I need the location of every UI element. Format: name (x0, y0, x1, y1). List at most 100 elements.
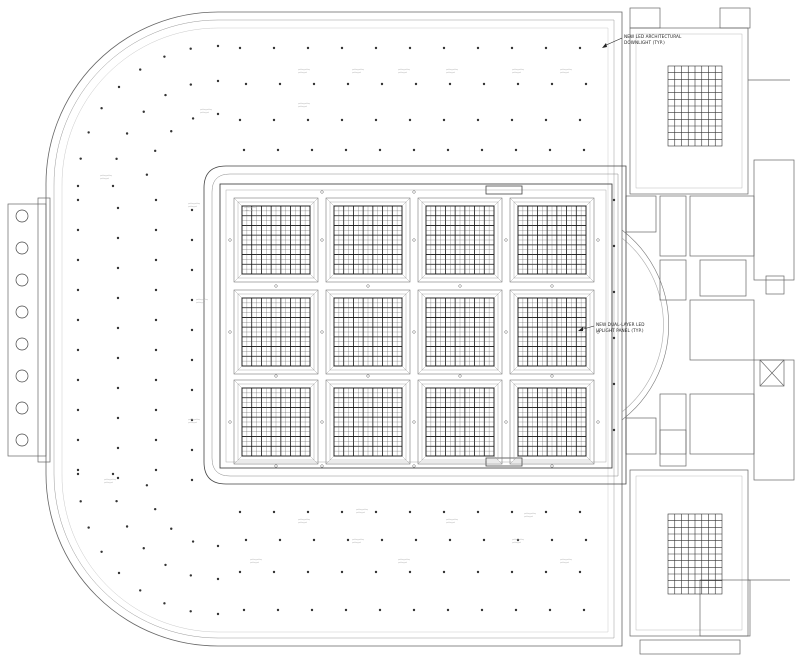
downlight (170, 130, 173, 133)
panel-marker (274, 374, 278, 378)
downlight (170, 527, 173, 530)
downlight (578, 46, 582, 50)
downlight (582, 608, 586, 612)
downlight (272, 570, 276, 574)
panel-marker (320, 190, 324, 194)
downlight (216, 112, 220, 116)
panel-marker (458, 284, 462, 288)
panel-marker (596, 238, 600, 242)
panel-marker (596, 330, 600, 334)
panel-marker (320, 464, 324, 468)
panel-marker (550, 464, 554, 468)
uplight-panel (417, 197, 503, 283)
uplight-panel (233, 379, 319, 465)
downlight (510, 570, 514, 574)
downlight (344, 148, 348, 152)
panel-marker (412, 330, 416, 334)
downlight (514, 148, 518, 152)
downlight (442, 46, 446, 50)
right-side-rooms (625, 7, 795, 655)
downlight (276, 608, 280, 612)
downlight (310, 148, 314, 152)
downlight (190, 328, 194, 332)
downlight (544, 570, 548, 574)
downlight (154, 288, 158, 292)
downlight (117, 571, 121, 575)
downlight (374, 118, 378, 122)
downlight (139, 68, 142, 71)
downlight (76, 288, 80, 292)
downlight (116, 386, 120, 390)
downlight (154, 378, 158, 382)
downlight (216, 544, 220, 548)
downlight (544, 510, 548, 514)
left-column-circles (15, 209, 29, 447)
downlight (476, 46, 480, 50)
downlight (612, 290, 616, 294)
downlight (548, 608, 552, 612)
downlight (272, 46, 276, 50)
downlight (154, 348, 158, 352)
downlight-annotation: NEW LED ARCHITECTURAL DOWNLIGHT (TYP.) (602, 34, 682, 48)
downlight (612, 244, 616, 248)
downlight (76, 378, 80, 382)
downlight (142, 547, 145, 550)
downlight-label-line1: NEW LED ARCHITECTURAL (624, 34, 682, 39)
downlight (584, 538, 588, 542)
downlight (442, 118, 446, 122)
downlight (238, 510, 242, 514)
downlight (272, 118, 276, 122)
panel-marker (412, 420, 416, 424)
downlight (190, 208, 194, 212)
downlight (163, 602, 166, 605)
downlight (154, 228, 158, 232)
downlight-label-line2: DOWNLIGHT (TYP.) (624, 40, 665, 45)
downlight (76, 318, 80, 322)
downlight (374, 570, 378, 574)
downlight (244, 538, 248, 542)
downlight (116, 236, 120, 240)
downlight (116, 326, 120, 330)
downlight (154, 258, 158, 262)
downlight (79, 500, 82, 503)
downlight (242, 148, 246, 152)
room-grid-top (667, 65, 723, 147)
downlight (76, 184, 80, 188)
downlight (312, 538, 316, 542)
downlight (189, 574, 193, 577)
downlight (190, 448, 194, 452)
downlight (116, 206, 120, 210)
downlight (408, 570, 412, 574)
panel-marker (504, 420, 508, 424)
downlight (216, 577, 220, 581)
downlight (191, 117, 195, 120)
panel-marker (366, 284, 370, 288)
panel-marker (550, 374, 554, 378)
downlight (153, 149, 157, 153)
downlight (116, 296, 120, 300)
downlight (374, 46, 378, 50)
downlight (272, 510, 276, 514)
downlight (76, 472, 80, 476)
uplight-panel (233, 197, 319, 283)
downlight (154, 408, 158, 412)
downlight (154, 438, 158, 442)
downlight (446, 148, 450, 152)
panel-marker (274, 464, 278, 468)
downlight (76, 198, 80, 202)
downlight (378, 148, 382, 152)
downlight (550, 82, 554, 86)
downlight (278, 538, 282, 542)
downlight (276, 148, 280, 152)
uplight-panel (417, 289, 503, 375)
downlight (510, 510, 514, 514)
downlight (76, 468, 80, 472)
downlight (476, 570, 480, 574)
panel-marker (320, 420, 324, 424)
downlight (238, 570, 242, 574)
downlight (116, 476, 120, 480)
uplight-panel (417, 379, 503, 465)
downlight (116, 266, 120, 270)
downlight (378, 608, 382, 612)
